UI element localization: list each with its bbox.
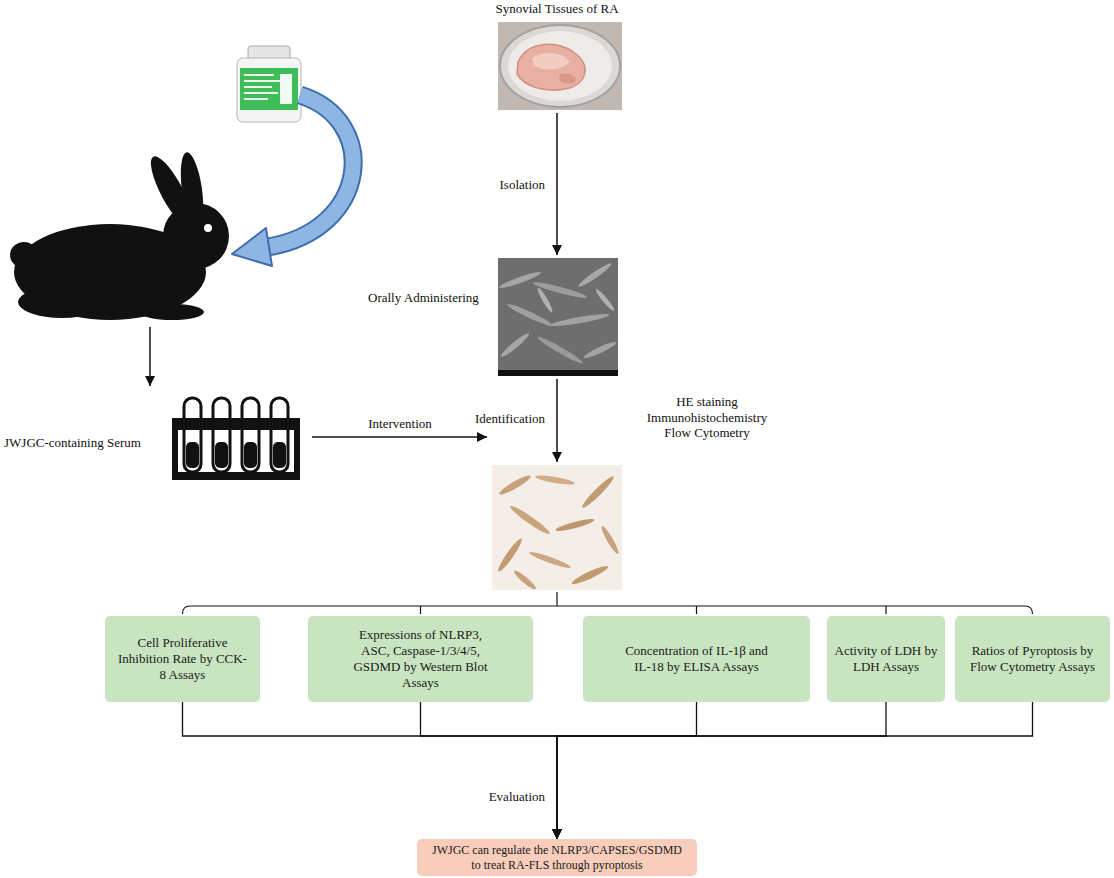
connector-arrow bbox=[557, 702, 886, 839]
stained-cells-photo bbox=[512, 569, 537, 590]
tissue-photo bbox=[517, 44, 585, 90]
conclusion-box: JWJGC can regulate the NLRP3/CAPSES/GSDM… bbox=[417, 839, 697, 876]
tissue-photo bbox=[508, 31, 612, 101]
test-tube-rack bbox=[186, 442, 199, 468]
annotation-label: Orally Administering bbox=[368, 290, 518, 306]
rabbit-icon bbox=[18, 286, 106, 318]
cell-culture-photo bbox=[498, 258, 618, 376]
curved-arrow bbox=[232, 228, 272, 266]
curved-arrow bbox=[268, 95, 353, 247]
cell-culture-photo bbox=[498, 270, 541, 291]
box-text: Expressions of NLRP3, ASC, Caspase-1/3/4… bbox=[351, 627, 491, 692]
assay-box: Concentration of IL-1β and IL-18 by ELIS… bbox=[583, 616, 810, 702]
annotation-label: Isolation bbox=[445, 177, 545, 193]
cell-culture-photo bbox=[536, 334, 584, 365]
box-text: Cell Proliferative Inhibition Rate by CC… bbox=[118, 635, 248, 684]
rabbit-icon bbox=[177, 151, 207, 229]
box-text: JWJGC can regulate the NLRP3/CAPSES/GSDM… bbox=[426, 843, 688, 872]
test-tube-rack bbox=[172, 418, 178, 480]
tissue-photo bbox=[559, 73, 576, 83]
annotation-label: JWJGC-containing Serum bbox=[4, 435, 170, 451]
connector-arrow bbox=[557, 702, 697, 839]
test-tube-rack bbox=[294, 418, 300, 480]
test-tube-rack bbox=[172, 398, 300, 480]
assay-box: Ratios of Pyroptosis by Flow Cytometry A… bbox=[955, 616, 1110, 702]
test-tube-rack bbox=[271, 398, 288, 472]
tissue-photo bbox=[500, 25, 620, 107]
medicine-bottle bbox=[244, 98, 268, 100]
stained-cells-photo bbox=[492, 465, 622, 590]
medicine-bottle bbox=[244, 80, 280, 82]
assay-box: Activity of LDH by LDH Assays bbox=[827, 616, 945, 702]
curved-arrow bbox=[268, 95, 353, 247]
test-tube-rack bbox=[172, 418, 300, 430]
stained-cells-photo bbox=[508, 503, 551, 536]
stained-cells-photo bbox=[496, 537, 525, 574]
annotation-label: Synovial Tissues of RA bbox=[457, 1, 657, 17]
annotation-label: Intervention bbox=[340, 416, 460, 432]
assay-box: Cell Proliferative Inhibition Rate by CC… bbox=[105, 616, 260, 702]
cell-culture-photo bbox=[550, 312, 610, 328]
rabbit-icon bbox=[10, 242, 38, 268]
annotation-label: Identification bbox=[425, 411, 545, 427]
stained-cells-photo bbox=[528, 550, 571, 571]
medicine-bottle bbox=[244, 74, 274, 76]
test-tube-rack bbox=[215, 442, 228, 468]
stained-cells-photo bbox=[599, 525, 620, 556]
cell-culture-photo bbox=[582, 340, 617, 361]
medicine-bottle bbox=[280, 74, 292, 104]
medicine-bottle bbox=[244, 92, 278, 94]
box-text: Concentration of IL-1β and IL-18 by ELIS… bbox=[622, 643, 772, 676]
tissue-photo bbox=[498, 22, 622, 110]
stained-cells-photo bbox=[570, 563, 609, 586]
stained-cells-photo bbox=[492, 465, 622, 590]
test-tube-rack bbox=[244, 442, 257, 468]
test-tube-rack bbox=[213, 398, 230, 472]
stained-cells-photo bbox=[535, 474, 575, 487]
connector-arrow bbox=[183, 702, 558, 839]
rabbit-icon bbox=[10, 151, 229, 320]
test-tube-rack bbox=[242, 398, 259, 472]
connector-arrow bbox=[421, 702, 558, 839]
split-bracket bbox=[556, 592, 557, 606]
medicine-bottle bbox=[244, 86, 272, 88]
stained-cells-photo bbox=[555, 517, 595, 533]
cell-culture-photo bbox=[536, 287, 554, 314]
cell-culture-photo bbox=[499, 331, 530, 359]
flow-arrow bbox=[556, 379, 558, 462]
test-tube-rack bbox=[273, 442, 286, 468]
connector-arrow bbox=[557, 702, 1033, 839]
medicine-bottle bbox=[237, 58, 301, 122]
split-bracket bbox=[183, 592, 1033, 614]
tissue-photo bbox=[532, 53, 570, 69]
tissue-photo bbox=[498, 22, 622, 110]
cell-culture-photo bbox=[498, 258, 618, 376]
medicine-bottle bbox=[237, 46, 301, 122]
medicine-bottle bbox=[240, 68, 298, 110]
cell-culture-photo bbox=[594, 288, 616, 313]
box-text: Activity of LDH by LDH Assays bbox=[834, 643, 938, 676]
rabbit-icon bbox=[140, 304, 204, 320]
assay-box: Expressions of NLRP3, ASC, Caspase-1/3/4… bbox=[308, 616, 533, 702]
flow-arrow bbox=[556, 113, 558, 255]
split-bracket bbox=[696, 606, 697, 614]
annotation-label: HE staining Immunohistochemistry Flow Cy… bbox=[634, 394, 780, 441]
test-tube-rack bbox=[184, 398, 201, 472]
stained-cells-photo bbox=[580, 474, 616, 510]
test-tube-rack bbox=[172, 472, 300, 480]
split-bracket bbox=[183, 606, 1033, 614]
rabbit-icon bbox=[204, 224, 212, 232]
flow-arrow bbox=[312, 436, 487, 438]
stained-cells-photo bbox=[498, 473, 533, 497]
split-bracket bbox=[420, 606, 421, 614]
curved-arrow bbox=[232, 95, 353, 266]
split-bracket bbox=[885, 606, 886, 614]
flow-arrow bbox=[149, 327, 151, 386]
annotation-label: Evaluation bbox=[430, 789, 545, 805]
cell-culture-photo bbox=[577, 261, 613, 289]
cell-culture-photo bbox=[498, 370, 618, 376]
box-text: Ratios of Pyroptosis by Flow Cytometry A… bbox=[965, 643, 1100, 676]
